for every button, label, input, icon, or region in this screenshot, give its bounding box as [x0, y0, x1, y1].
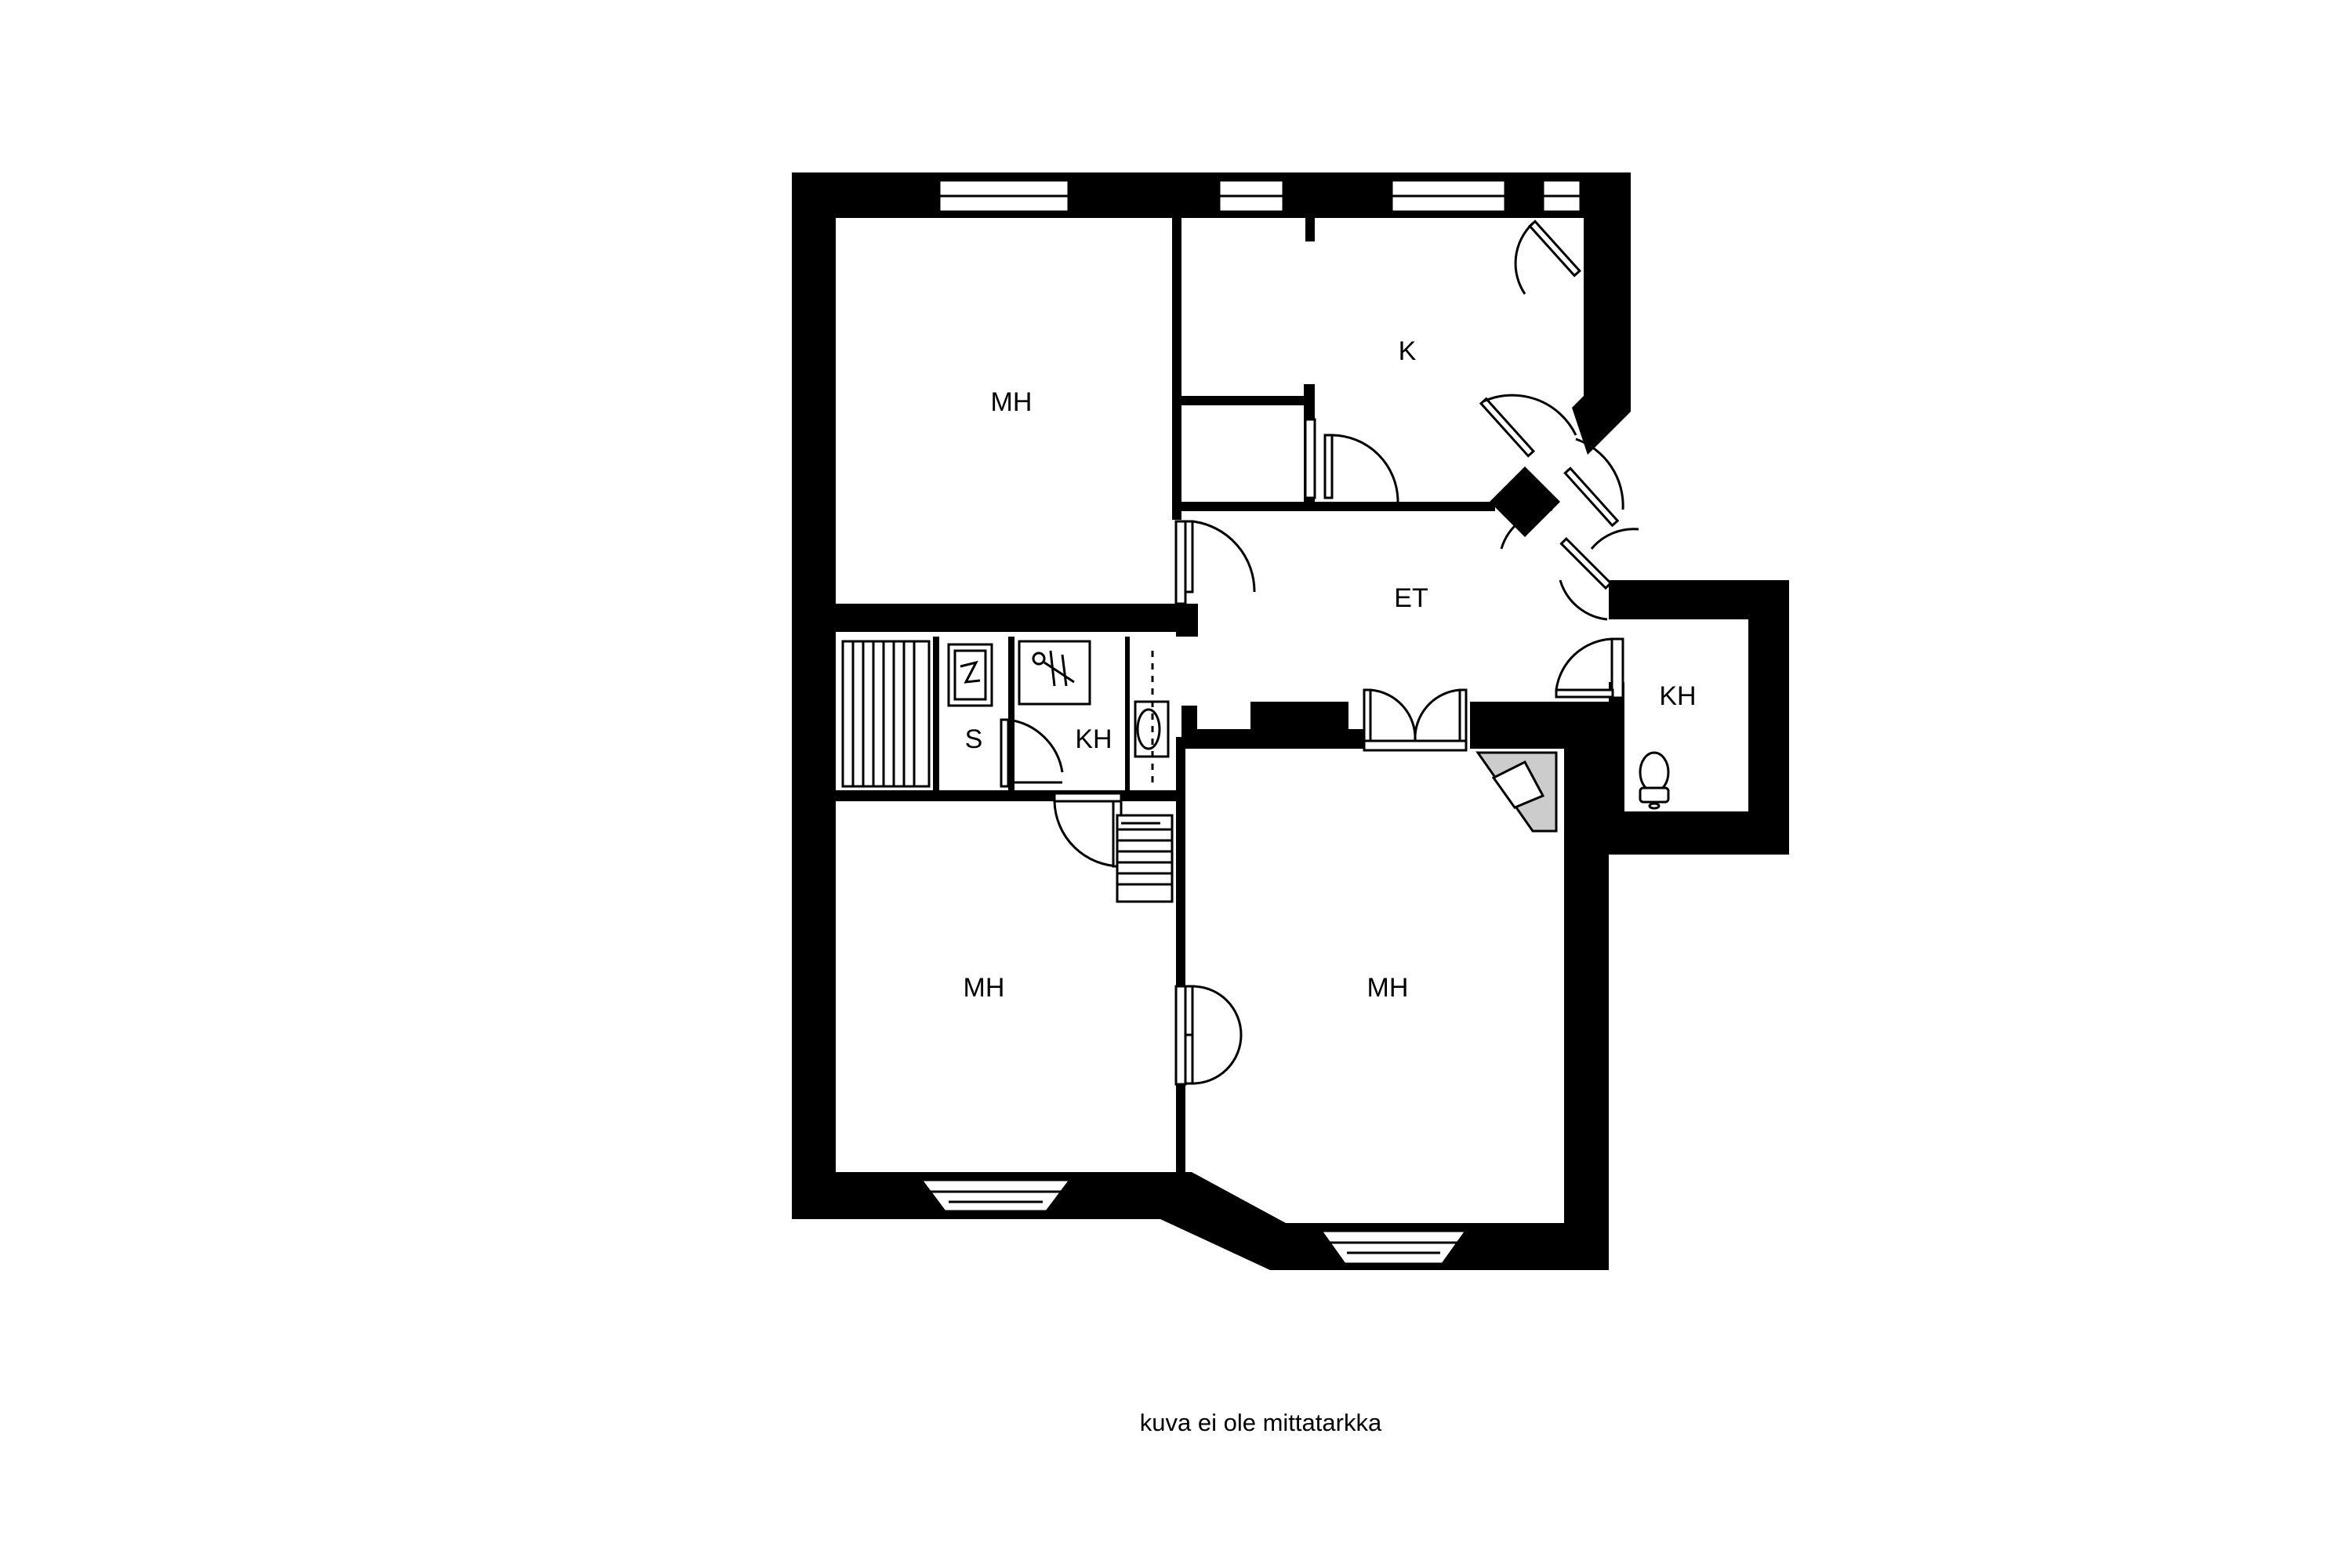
wall-hall-bedroom-2 [1192, 729, 1364, 749]
staircase-icon [1116, 814, 1174, 903]
room-label-hall: ET [1394, 583, 1428, 613]
windows [919, 179, 1582, 1265]
window-bay-bottom-left [919, 1178, 1073, 1213]
room-label-bedroom-top-left: MH [991, 387, 1033, 417]
sauna-stove-icon [947, 643, 993, 707]
room-label-bathroom: KH [1075, 724, 1112, 754]
wall-toilet-bottom [1609, 811, 1789, 855]
wall-closet-top [1181, 396, 1315, 405]
fireplace-icon [1475, 751, 1558, 833]
wall-toilet-right [1748, 580, 1789, 855]
wall-diagonal-hall [1490, 466, 1560, 537]
wall-kitchen-hall [1181, 502, 1495, 511]
door-bedroom-double [1174, 985, 1243, 1086]
sauna-bench [841, 640, 931, 788]
door-bedroom-top-left [1174, 520, 1256, 605]
shower-icon [1018, 640, 1091, 706]
room-labels: MH K ET KH S KH MH MH [964, 336, 1697, 1003]
wall-toilet-left [1609, 682, 1624, 855]
wall-hall-bedroom-5 [1564, 702, 1609, 819]
wall-right-lower [1564, 815, 1609, 1270]
wall-sauna-right [1008, 637, 1014, 790]
door-sauna [1000, 718, 1064, 788]
fixtures [841, 640, 1670, 903]
door-closet [1304, 418, 1399, 503]
wall-sauna-left [933, 637, 939, 790]
wall-bath-left [1125, 637, 1130, 790]
doors [1000, 220, 1639, 1086]
room-label-bedroom-bottom-left: MH [964, 973, 1005, 1003]
door-kitchen-balcony [1514, 220, 1581, 295]
wall-bedroom-kitchen [1172, 218, 1181, 520]
room-label-bedroom-bottom-right: MH [1367, 973, 1409, 1003]
outer-walls [792, 172, 1789, 1270]
door-kitchen-hall-diagonal [1479, 394, 1624, 528]
door-hall-diagonal-2 [1500, 508, 1639, 621]
wall-hall-bedroom-3 [1250, 702, 1348, 731]
wall-vertical-center [1176, 737, 1185, 1176]
wall-left [792, 172, 836, 1219]
scale-disclaimer-caption: kuva ei ole mittatarkka [1140, 1409, 1382, 1436]
sink-icon [1134, 651, 1170, 784]
door-hall-bedroom-double [1363, 688, 1468, 752]
door-toilet-right [1555, 637, 1624, 699]
room-label-kitchen: K [1399, 336, 1417, 366]
wall-bedroom-lower-top [836, 790, 1181, 801]
wall-right-upper [1572, 172, 1631, 455]
wall-kitchen-stub [1305, 218, 1315, 241]
room-label-sauna: S [965, 724, 983, 754]
door-bathroom [1053, 792, 1123, 868]
room-label-toilet-right: KH [1659, 681, 1696, 711]
wall-stub-et [1176, 604, 1198, 637]
wall-bottom-diagonal [1160, 1172, 1286, 1270]
window-bay-bottom-right [1319, 1229, 1468, 1265]
wall-bedroom-top-bottom [836, 604, 1198, 632]
toilet-icon [1639, 751, 1670, 810]
